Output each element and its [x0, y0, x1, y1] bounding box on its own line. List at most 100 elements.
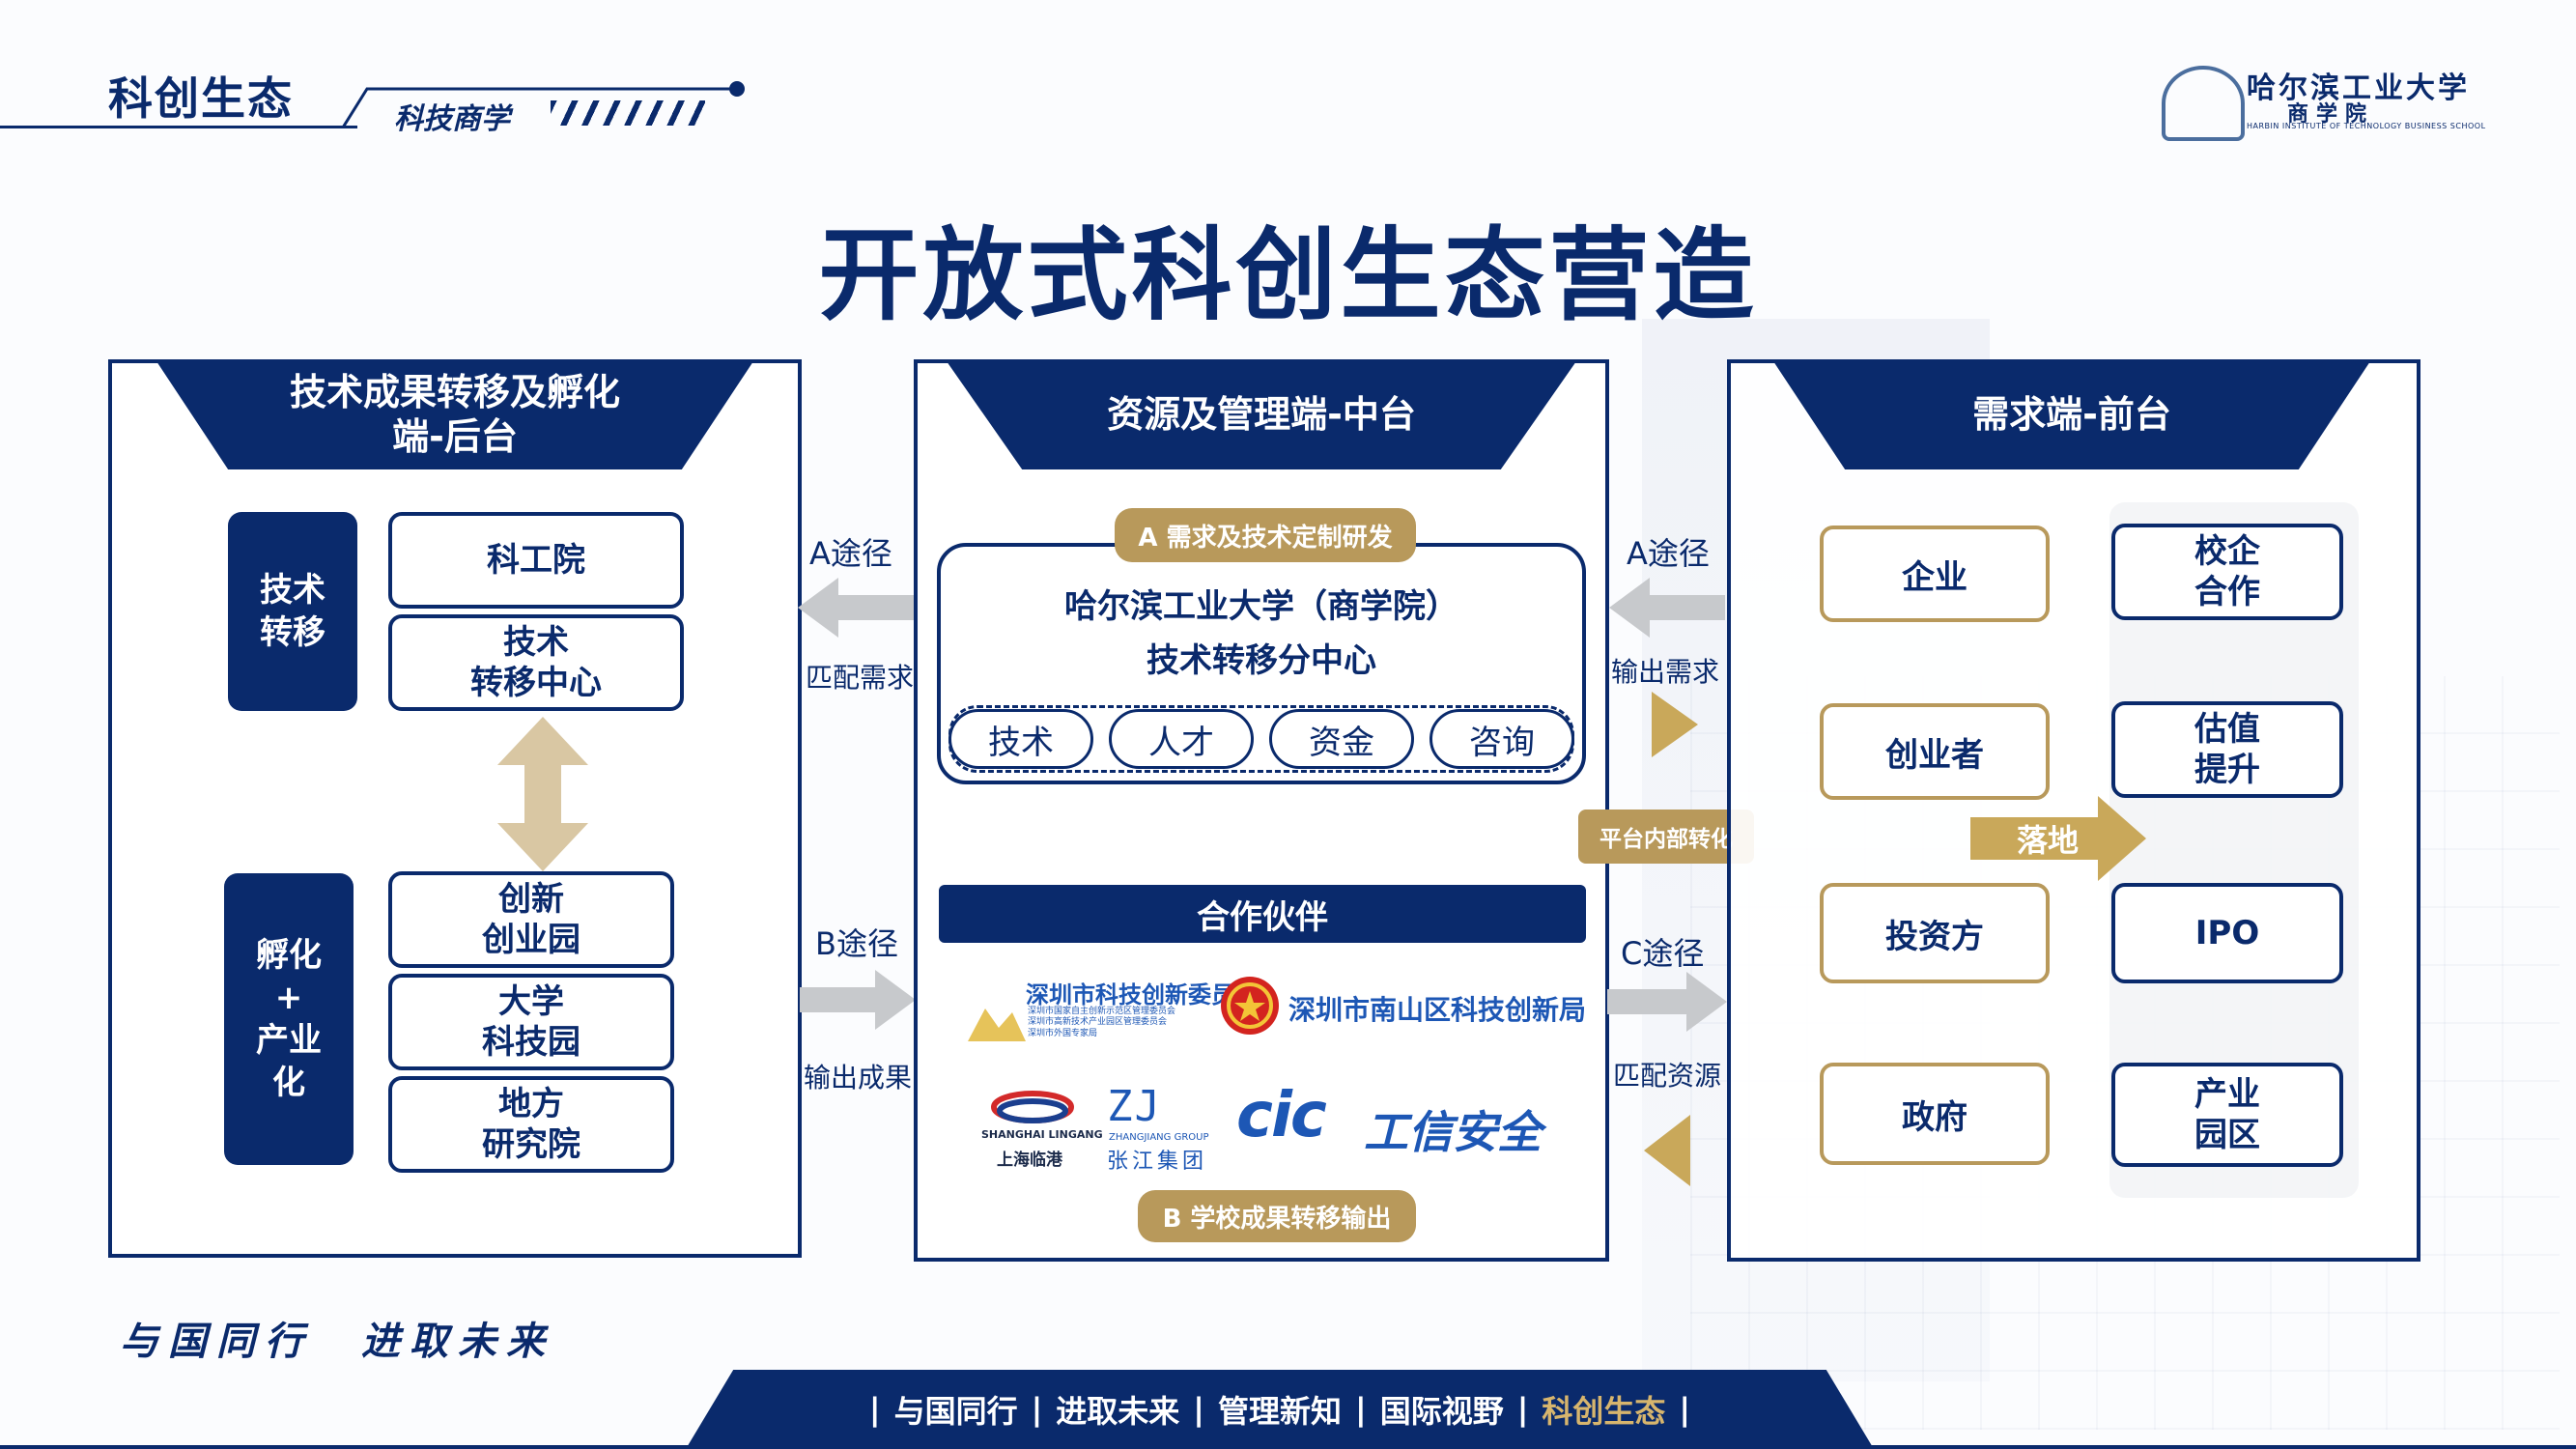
outcome-park-l1: 产业 [2194, 1074, 2260, 1114]
header-subtitle: 科技商学 [394, 102, 510, 136]
main-title: 开放式科创生态营造 [818, 216, 1758, 334]
path-a-left-sub: 匹配需求 [806, 662, 915, 694]
left-tab-line2: 端-后台 [392, 415, 518, 458]
sz-committee-name: 深圳市科技创新委员会 [1026, 980, 1258, 1009]
outcome-ipo: IPO [2111, 883, 2343, 983]
zhangjiang-cn: 张江集团 [1107, 1150, 1208, 1174]
box-usp-l2: 科技园 [482, 1023, 580, 1062]
tech-transfer-label-l2: 转移 [260, 613, 326, 652]
demand-investor: 投资方 [1820, 883, 2050, 983]
path-a-right-label: A途径 [1627, 535, 1710, 572]
bottom-rule [0, 1445, 2576, 1449]
arrow-left-gray-icon [798, 578, 914, 638]
tech-transfer-label: 技术 转移 [228, 512, 357, 711]
logo-english-name: HARBIN INSTITUTE OF TECHNOLOGY BUSINESS … [2247, 122, 2486, 130]
box-local-institute: 地方 研究院 [388, 1076, 674, 1173]
outcome-park-l2: 园区 [2194, 1116, 2260, 1154]
hit-emblem-icon [2162, 66, 2245, 141]
path-b-sub: 输出成果 [804, 1062, 913, 1094]
arrow-right-gray-icon-2 [1607, 972, 1727, 1032]
box-ttc-l2: 转移中心 [470, 664, 602, 702]
path-b-label: B途径 [815, 925, 898, 962]
subcenter-line2: 技术转移分中心 [1146, 641, 1376, 680]
subcenter-line1: 哈尔滨工业大学（商学院） [1064, 587, 1458, 626]
header-stripes [551, 100, 705, 126]
demand-government: 政府 [1820, 1063, 2050, 1165]
badge-path-b: B 学校成果转移输出 [1138, 1190, 1416, 1242]
footer-nav-bar [686, 1370, 1874, 1449]
incubation-label: 孵化 + 产业 化 [224, 873, 354, 1165]
sz-committee-small: 深圳市国家自主创新示范区管理委员会 深圳市高新技术产业园区管理委员会 深圳市外国… [1028, 1007, 1175, 1039]
outcome-val-l1: 估值 [2194, 709, 2260, 749]
cic-mark: cic [1236, 1080, 1327, 1151]
cic-name: 工信安全 [1364, 1106, 1542, 1158]
footer-nav: | 与国同行 | 进取未来 | 管理新知 | 国际视野 | 科创生态 | [686, 1370, 1874, 1449]
demand-enterprise: 企业 [1820, 526, 2050, 622]
incubation-label-2: + [274, 978, 303, 1017]
box-innovation-park: 创新 创业园 [388, 871, 674, 968]
box-li-l1: 地方 [498, 1084, 564, 1123]
zhangjiang-en: ZHANGJIANG GROUP [1109, 1132, 1209, 1143]
path-c-label: C途径 [1621, 935, 1705, 972]
box-ttc-l1: 技术 [503, 622, 569, 662]
triangle-right-gold-icon [1652, 692, 1698, 757]
box-kegongyuan: 科工院 [388, 512, 684, 609]
landing-arrow-icon [1970, 796, 2146, 881]
footer-sep-0: | [868, 1391, 881, 1428]
outcome-school-enterprise: 校企 合作 [2111, 524, 2343, 620]
box-university-science-park: 大学 科技园 [388, 974, 674, 1070]
national-emblem-icon [1221, 977, 1279, 1035]
sz-small-2: 深圳市高新技术产业园区管理委员会 [1028, 1017, 1168, 1028]
sz-small-3: 深圳市外国专家局 [1028, 1028, 1098, 1038]
footer-item-with-nation[interactable]: 与国同行 [893, 1393, 1018, 1430]
outcome-valuation: 估值 提升 [2111, 701, 2343, 798]
double-arrow-vertical-icon [497, 717, 588, 871]
box-usp-l1: 大学 [498, 981, 564, 1021]
middle-panel-tab: 资源及管理端-中台 [947, 361, 1576, 469]
header-underline [0, 126, 357, 128]
lingang-en: SHANGHAI LINGANG [981, 1128, 1103, 1141]
resource-tech: 技术 [948, 709, 1093, 769]
left-tab-line1: 技术成果转移及孵化 [289, 371, 620, 414]
partners-header: 合作伙伴 [939, 885, 1586, 943]
incubation-label-3: 产业 [256, 1021, 322, 1060]
footer-item-forward[interactable]: 进取未来 [1056, 1393, 1180, 1430]
footer-item-international[interactable]: 国际视野 [1379, 1393, 1504, 1430]
badge-path-a: A 需求及技术定制研发 [1115, 508, 1416, 562]
footer-sep-1: | [1031, 1391, 1043, 1428]
slogan: 与国同行 进取未来 [120, 1319, 554, 1364]
footer-item-innovation-ecosystem[interactable]: 科创生态 [1542, 1393, 1666, 1430]
path-a-left-label: A途径 [809, 535, 892, 572]
footer-sep-2: | [1193, 1391, 1204, 1428]
path-c-sub: 匹配资源 [1613, 1060, 1722, 1092]
footer-sep-3: | [1355, 1391, 1367, 1428]
logo-university-name: 哈尔滨工业大学 [2247, 71, 2470, 105]
resource-talent: 人才 [1109, 709, 1254, 769]
resource-consulting: 咨询 [1430, 709, 1574, 769]
platform-internal-conversion: 平台内部转化 [1578, 810, 1754, 864]
left-panel-tab: 技术成果转移及孵化 端-后台 [156, 361, 753, 469]
logo-school-name: 商学院 [2287, 102, 2375, 127]
incubation-label-1: 孵化 [256, 935, 322, 975]
header-slant-line [341, 81, 745, 128]
arrow-right-gray-icon [800, 970, 916, 1030]
right-panel-tab: 需求端-前台 [1773, 361, 2370, 469]
resource-capital: 资金 [1269, 709, 1414, 769]
box-tech-transfer-center: 技术 转移中心 [388, 614, 684, 711]
outcome-se-l1: 校企 [2194, 531, 2260, 571]
sz-small-1: 深圳市国家自主创新示范区管理委员会 [1028, 1007, 1176, 1016]
arrow-left-gray-icon-2 [1609, 578, 1725, 638]
section-title: 科创生态 [108, 72, 294, 125]
footer-item-management[interactable]: 管理新知 [1217, 1393, 1342, 1430]
tech-transfer-label-l1: 技术 [260, 570, 326, 610]
box-ip-l2: 创业园 [482, 921, 580, 959]
sz-committee-logo-icon [968, 1009, 1026, 1041]
outcome-industrial-park: 产业 园区 [2111, 1063, 2343, 1167]
box-kegongyuan-label: 科工院 [487, 540, 585, 580]
path-a-right-sub: 输出需求 [1611, 656, 1720, 688]
lingang-logo-icon [991, 1091, 1074, 1123]
triangle-left-gold-icon [1644, 1115, 1690, 1186]
landing-label: 落地 [2016, 822, 2079, 859]
zhangjiang-mark: ZJ [1107, 1082, 1162, 1131]
lingang-cn: 上海临港 [997, 1151, 1062, 1170]
